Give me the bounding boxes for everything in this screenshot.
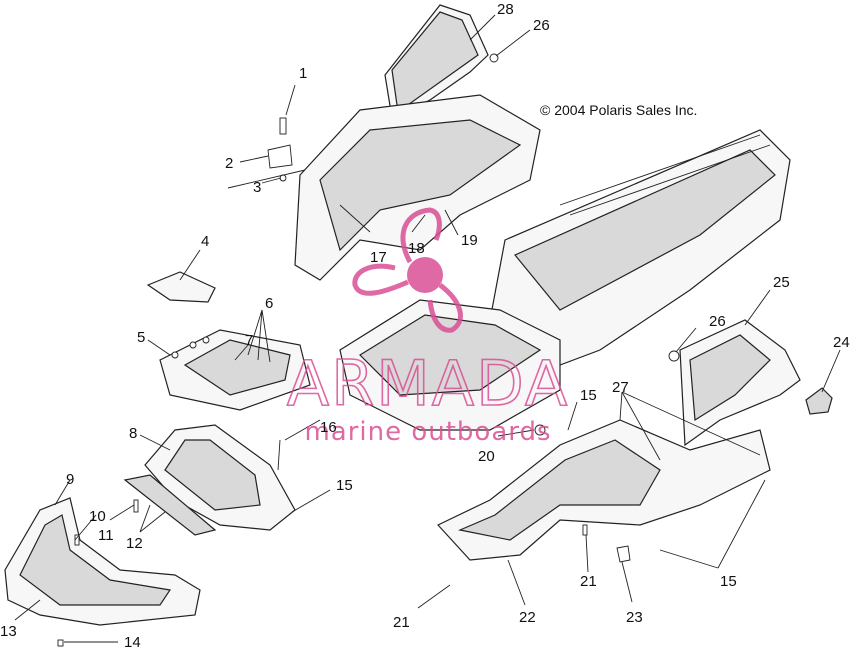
part-bulkhead	[294, 94, 541, 281]
part-tunnel	[489, 129, 791, 381]
callout-21-b: 21	[580, 573, 597, 590]
callout-24: 24	[833, 334, 850, 351]
callout-2: 2	[225, 155, 233, 172]
callout-11: 11	[98, 527, 114, 544]
leader-lines	[14, 14, 841, 643]
callout-16: 16	[320, 419, 337, 436]
part-cap-24	[805, 387, 833, 415]
callout-7: 7	[245, 332, 253, 349]
part-belly-pan	[144, 424, 296, 531]
callout-1: 1	[299, 65, 307, 82]
watermark-propeller-icon	[352, 207, 463, 333]
callout-15-b: 15	[580, 387, 597, 404]
callout-8: 8	[129, 425, 137, 442]
callout-27: 27	[612, 379, 629, 396]
callout-5: 5	[137, 329, 145, 346]
part-side-panel-right	[679, 319, 801, 447]
part-skid-plate	[159, 329, 311, 411]
callout-26-a: 26	[533, 17, 550, 34]
copyright-text: © 2004 Polaris Sales Inc.	[540, 102, 697, 118]
hardware	[57, 53, 680, 647]
part-side-panel	[437, 419, 771, 561]
part-bracket-4	[146, 271, 216, 303]
watermark-brand: ARMADA	[287, 347, 569, 420]
parts-drawing	[4, 4, 833, 647]
callout-25: 25	[773, 274, 790, 291]
callout-23: 23	[626, 609, 643, 626]
callout-21-a: 21	[393, 614, 410, 631]
callout-26-b: 26	[709, 313, 726, 330]
callout-10: 10	[89, 508, 106, 525]
watermark: ARMADA marine outboards	[286, 207, 569, 447]
callout-17: 17	[370, 249, 387, 266]
callout-12: 12	[126, 535, 143, 552]
callout-14: 14	[124, 634, 141, 648]
part-strip-12	[123, 474, 217, 536]
part-nose	[4, 497, 201, 626]
callout-15-c: 15	[720, 573, 737, 590]
callout-9: 9	[66, 471, 74, 488]
callout-22: 22	[519, 609, 536, 626]
callout-19: 19	[461, 232, 478, 249]
callout-13: 13	[0, 623, 17, 640]
callout-28: 28	[497, 1, 514, 18]
callout-6: 6	[265, 295, 273, 312]
watermark-tagline: marine outboards	[304, 417, 551, 447]
part-lower-frame	[339, 299, 561, 431]
callout-18: 18	[408, 240, 425, 257]
callout-15-a: 15	[336, 477, 353, 494]
callout-20: 20	[478, 448, 495, 465]
callout-4: 4	[201, 233, 209, 250]
callout-3: 3	[253, 179, 261, 196]
